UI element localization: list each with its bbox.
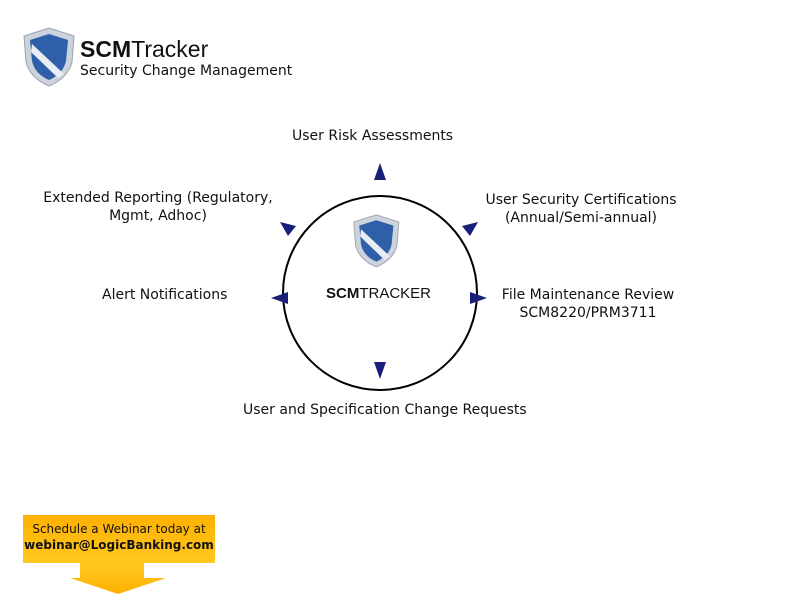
center-brand: SCMTRACKER bbox=[326, 285, 432, 302]
cta-text: Schedule a Webinar today at bbox=[32, 522, 206, 536]
shield-logo-icon bbox=[23, 27, 75, 87]
triangle-top-right bbox=[462, 222, 478, 236]
feature-user-risk-assessments: User Risk Assessments bbox=[292, 128, 454, 144]
webinar-email-link[interactable]: webinar@LogicBanking.com bbox=[24, 538, 214, 552]
center-shield-icon bbox=[353, 214, 400, 268]
arrow-down-icon bbox=[70, 563, 166, 594]
triangle-right bbox=[470, 292, 487, 304]
app-subtitle: Security Change Management bbox=[80, 63, 293, 79]
feature-user-security-certifications: User Security Certifications(Annual/Semi… bbox=[485, 192, 677, 226]
feature-change-requests: User and Specification Change Requests bbox=[243, 402, 527, 418]
hub-circle bbox=[282, 195, 478, 391]
feature-alert-notifications: Alert Notifications bbox=[102, 287, 228, 303]
triangle-top-left bbox=[280, 222, 296, 236]
triangle-top bbox=[374, 163, 386, 180]
triangle-left bbox=[271, 292, 288, 304]
triangle-bottom bbox=[374, 362, 386, 379]
webinar-callout: Schedule a Webinar today at webinar@Logi… bbox=[23, 515, 215, 563]
feature-extended-reporting: Extended Reporting (Regulatory,Mgmt, Adh… bbox=[43, 190, 273, 224]
app-title: SCMTracker bbox=[80, 36, 209, 62]
